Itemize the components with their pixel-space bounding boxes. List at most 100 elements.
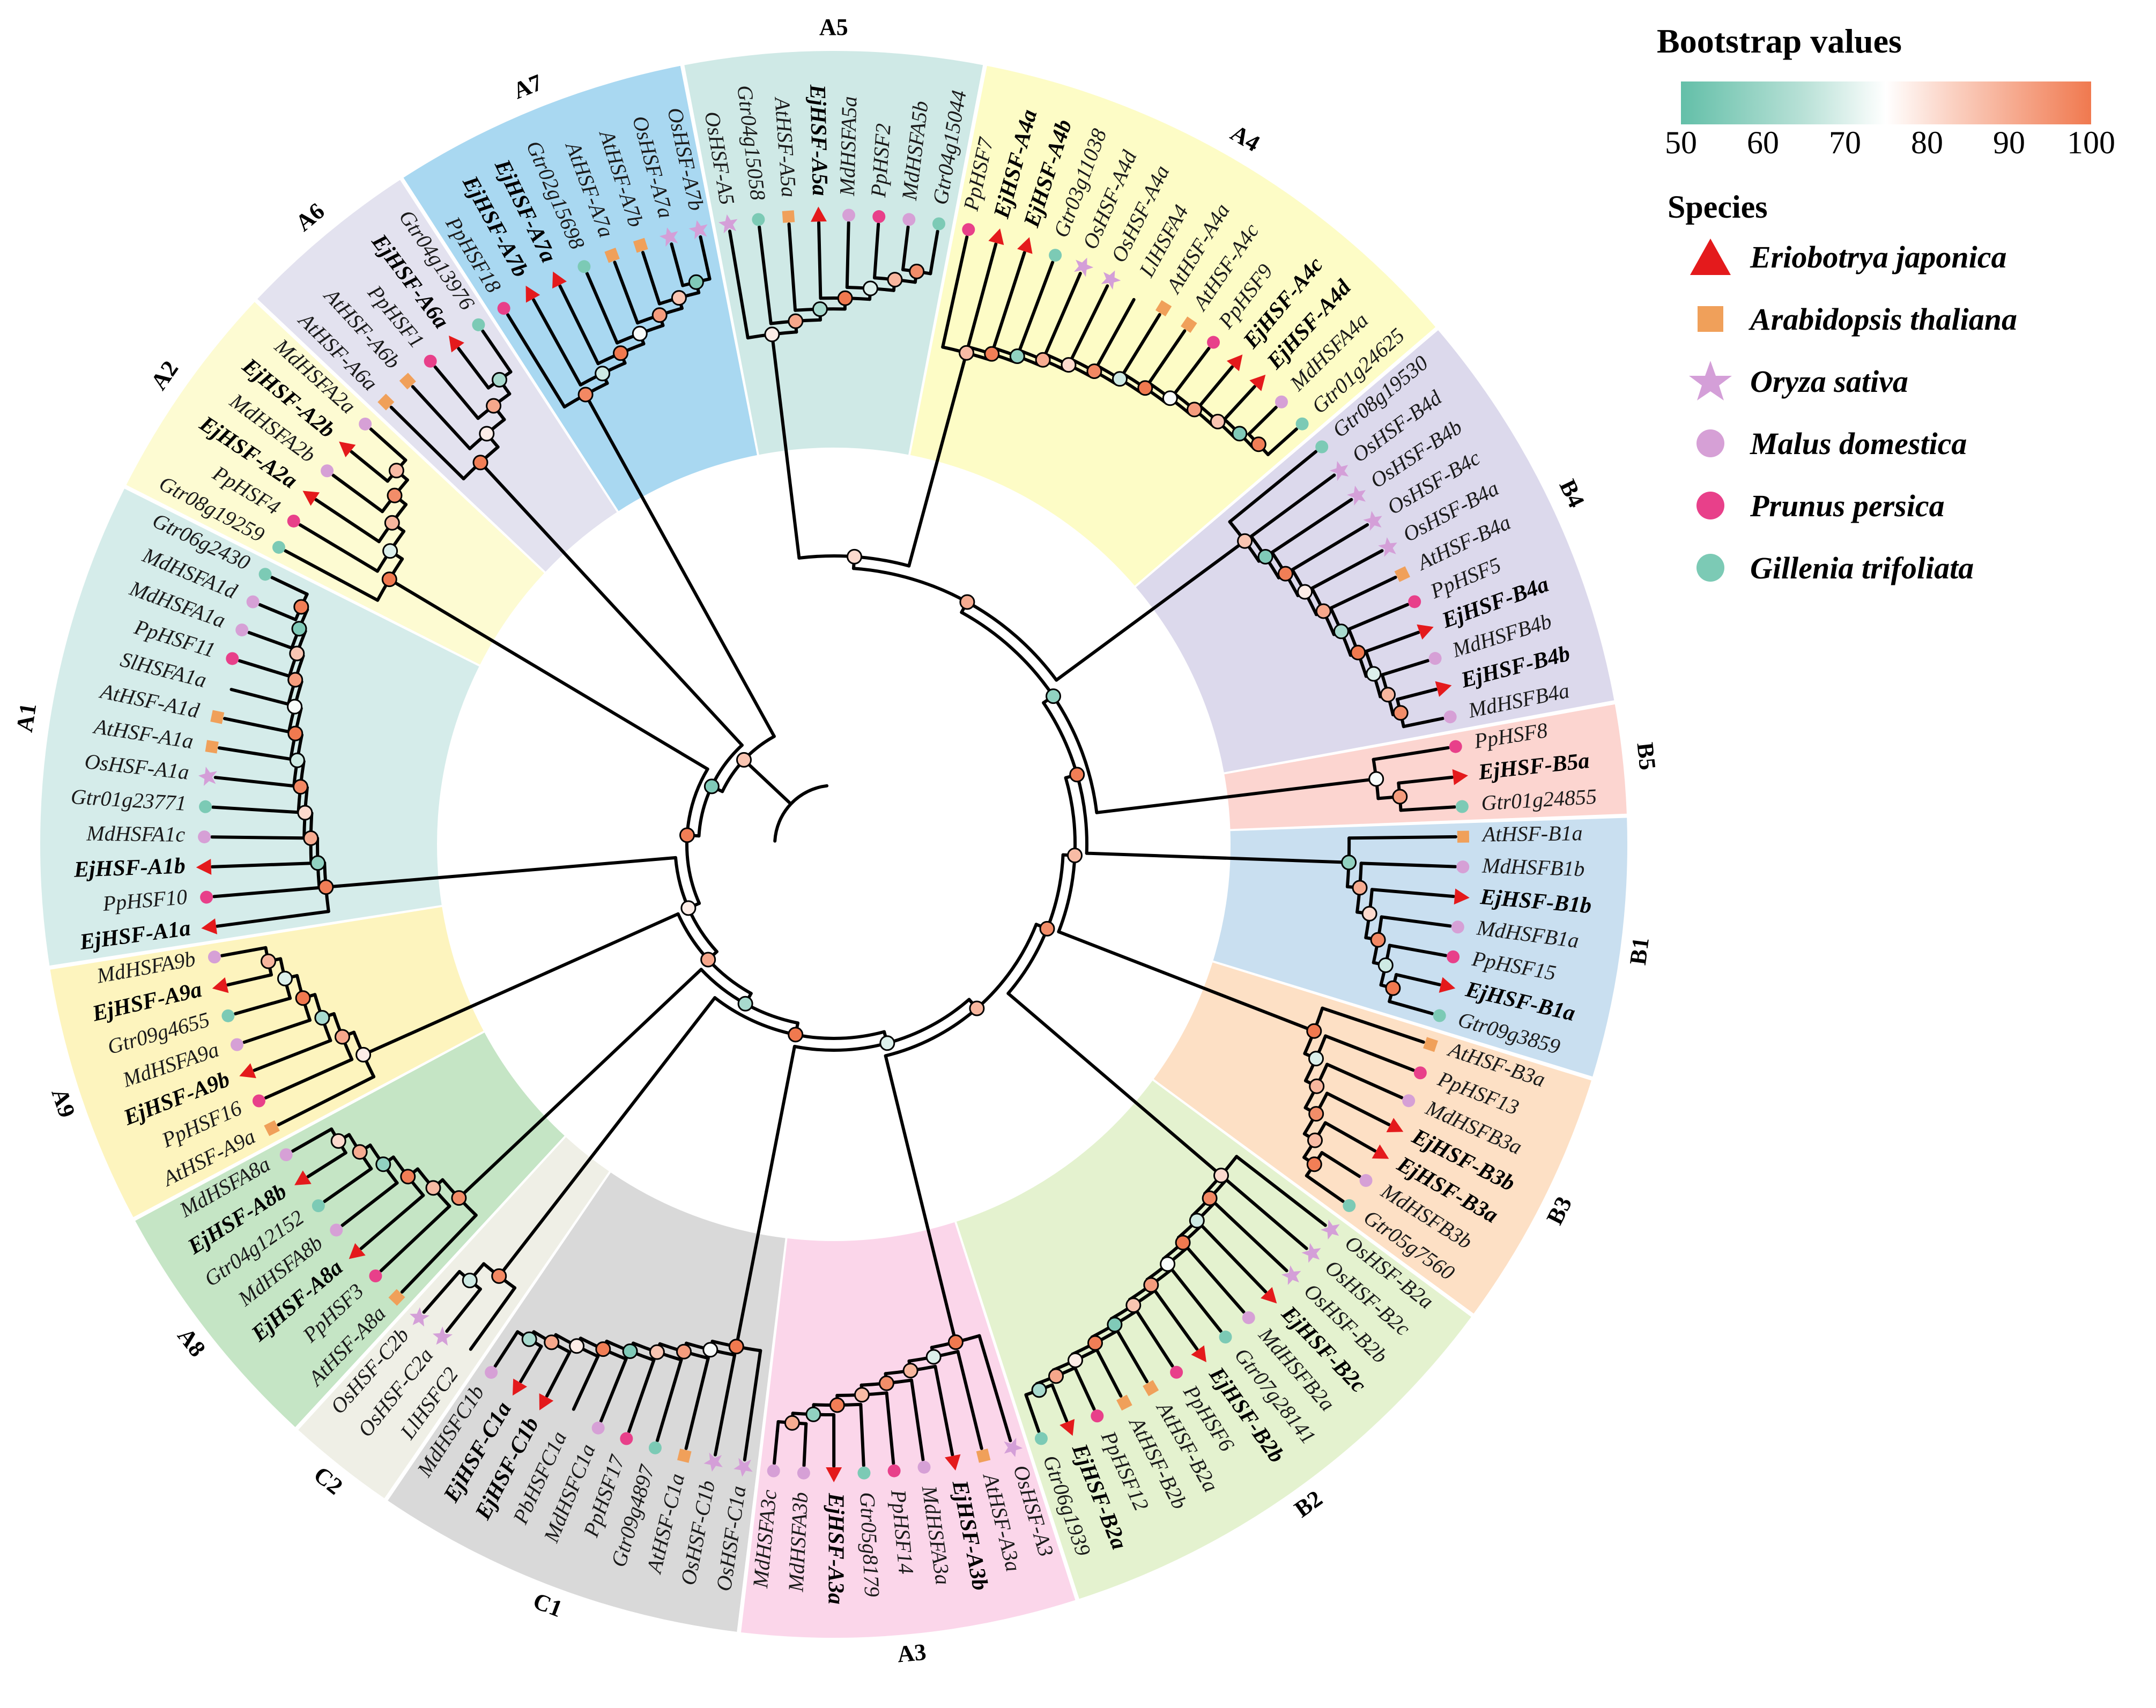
tree-branch: [350, 450, 389, 483]
star-icon: [718, 214, 738, 234]
bootstrap-node: [1210, 413, 1226, 429]
bootstrap-node: [462, 1273, 478, 1288]
tree-branch: [1324, 1034, 1415, 1072]
triangle-icon: [1386, 1118, 1404, 1133]
triangle-icon: [349, 1243, 366, 1259]
tree-branch: [532, 298, 582, 387]
circle-icon: [231, 1038, 244, 1051]
tree-branch: [1147, 329, 1187, 385]
star-icon: [1347, 485, 1366, 506]
bootstrap-node: [1392, 705, 1409, 721]
species-name: Eriobotrya japonica: [1750, 239, 2007, 274]
leaf-label: MdHSFB1b: [1481, 853, 1585, 881]
bootstrap-node: [400, 1169, 416, 1185]
tree-branch: [765, 1045, 796, 1193]
bootstrap-node: [837, 290, 853, 306]
tree-branch: [1057, 930, 1166, 975]
circle-icon: [235, 623, 249, 637]
tree-branch: [670, 242, 685, 287]
circle-icon: [1413, 1066, 1427, 1080]
tree-branch: [1315, 1181, 1345, 1203]
tree-branch: [728, 229, 750, 340]
bootstrap-node: [1307, 1132, 1323, 1148]
circle-icon: [1207, 336, 1220, 349]
scale-tick: 90: [1993, 125, 2025, 160]
bootstrap-node: [959, 594, 975, 610]
triangle-icon: [302, 491, 320, 506]
bootstrap-node: [862, 280, 878, 296]
tree-branch: [786, 459, 801, 560]
tree-branch: [1170, 1267, 1223, 1333]
bootstrap-node: [676, 1343, 692, 1360]
bootstrap-node: [1257, 549, 1273, 565]
tree-branch: [433, 365, 480, 420]
bootstrap-node: [649, 1344, 665, 1360]
bootstrap-node: [878, 1375, 894, 1391]
square-icon: [1394, 566, 1410, 582]
bootstrap-node: [1202, 1190, 1218, 1206]
bootstrap-node: [805, 1406, 821, 1422]
tree-branch: [359, 1193, 425, 1250]
bootstrap-node: [595, 366, 611, 382]
bootstrap-node: [355, 1046, 372, 1063]
clade-sector-a8: [135, 1033, 565, 1428]
bootstrap-node: [1175, 1235, 1191, 1251]
tree-branch: [211, 805, 300, 814]
circle-icon: [198, 830, 211, 844]
bootstrap-node: [569, 1338, 585, 1354]
triangle-icon: [1690, 239, 1731, 275]
tree-branch: [845, 221, 850, 289]
leaf-label: PpHSF2: [866, 123, 895, 199]
tree-branch: [210, 862, 313, 868]
tree-branch: [216, 910, 330, 928]
tree-branch: [447, 856, 677, 879]
tree-branch: [1421, 805, 1456, 811]
tree-branch: [319, 1127, 334, 1137]
tree-branch: [1380, 659, 1430, 677]
bootstrap-node: [1377, 957, 1394, 973]
clade-label: C1: [530, 1587, 566, 1622]
bootstrap-node: [1069, 767, 1085, 783]
species-name: Arabidopsis thaliana: [1750, 301, 2017, 337]
bootstrap-node: [1009, 348, 1025, 364]
clade-label: B3: [1542, 1192, 1577, 1229]
tree-branch: [1125, 1093, 1223, 1177]
star-icon: [1301, 1243, 1321, 1263]
star-icon: [1329, 461, 1349, 481]
circle-icon: [872, 210, 886, 224]
tree-branch: [1249, 473, 1336, 538]
bootstrap-node: [651, 307, 668, 323]
circle-icon: [1428, 652, 1442, 665]
tree-branch: [1224, 1178, 1308, 1250]
clade-label: A4: [1226, 120, 1264, 157]
tree-branch: [684, 1356, 710, 1450]
tree-branch: [714, 1353, 737, 1457]
bootstrap-node: [1061, 357, 1077, 373]
leaf-label: EjHSF-A1b: [73, 853, 186, 882]
circle-icon: [472, 318, 485, 331]
tree-branch: [1095, 796, 1219, 814]
tree-branch: [499, 355, 513, 374]
circle-icon: [312, 1199, 325, 1213]
bootstrap-node: [289, 752, 305, 768]
species-name: Prunus persica: [1750, 488, 1945, 523]
tree-branch: [1173, 346, 1211, 396]
bootstrap-node: [1046, 688, 1061, 704]
tree-branch: [1399, 1003, 1434, 1015]
circle-icon: [1696, 429, 1724, 457]
scale-tick: 100: [2067, 125, 2115, 160]
tree-branch: [873, 222, 880, 280]
bootstrap-node: [1392, 789, 1408, 805]
circle-icon: [272, 540, 285, 554]
tree-branch: [519, 1345, 543, 1384]
bootstrap-node: [680, 900, 697, 916]
bootstrap-node: [984, 346, 1000, 362]
bootstrap-node: [521, 1331, 537, 1347]
tree-branch: [226, 973, 273, 987]
square-icon: [1423, 1037, 1438, 1052]
square-icon: [782, 210, 795, 223]
tree-branch: [331, 473, 384, 514]
bootstrap-node: [736, 752, 752, 768]
tree-branch: [1202, 856, 1351, 864]
tree-branch: [1085, 851, 1205, 859]
